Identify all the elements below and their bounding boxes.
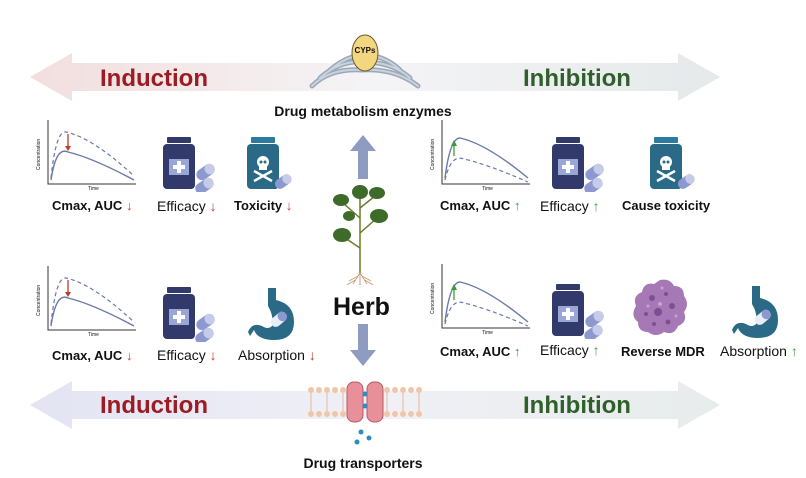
top-right-pk-label: Cmax, AUC ↑ xyxy=(440,198,521,213)
down-arrow-icon xyxy=(350,324,376,366)
drug-bottle-icon xyxy=(552,284,604,339)
bottom-left-pk-label: Cmax, AUC ↓ xyxy=(52,348,133,363)
cyp-enzyme-icon xyxy=(351,34,379,72)
bottom-left-pk-graph: Concentration Time xyxy=(36,264,138,338)
x-axis-label: Time xyxy=(88,332,99,338)
y-axis-label: Concentration xyxy=(36,284,42,316)
bottom-right-absorption-label: Absorption ↑ xyxy=(720,343,798,359)
bottom-left-absorption-label: Absorption ↓ xyxy=(238,347,316,363)
toxic-bottle-icon xyxy=(247,137,292,189)
top-left-pk-graph: Concentration Time xyxy=(36,118,138,192)
tumor-cell-icon xyxy=(633,279,687,335)
toxic-bottle-icon xyxy=(650,137,695,189)
drug-bottle-icon xyxy=(552,137,604,192)
x-axis-label: Time xyxy=(482,330,493,336)
drug-transporters-caption: Drug transporters xyxy=(303,455,423,471)
stomach-icon xyxy=(732,286,778,338)
top-right-cause-toxicity-label: Cause toxicity xyxy=(622,198,711,213)
top-left-efficacy-label: Efficacy ↓ xyxy=(157,198,217,214)
y-axis-label: Concentration xyxy=(430,282,436,314)
bottom-induction-label: Induction xyxy=(100,392,208,419)
top-induction-label: Induction xyxy=(100,65,208,92)
x-axis-label: Time xyxy=(88,186,99,192)
bottom-right-reverse-mdr-label: Reverse MDR xyxy=(621,344,705,359)
top-left-toxicity-label: Toxicity ↓ xyxy=(234,198,293,213)
bottom-left-efficacy-label: Efficacy ↓ xyxy=(157,347,217,363)
y-axis-label: Concentration xyxy=(430,138,436,170)
bottom-right-pk-graph: Concentration Time xyxy=(430,262,532,336)
y-axis-label: Concentration xyxy=(36,138,42,170)
cyp-label: CYPs xyxy=(354,46,376,55)
bottom-right-efficacy-label: Efficacy ↑ xyxy=(540,342,600,358)
top-right-pk-graph: Concentration Time xyxy=(430,118,532,192)
drug-metabolism-caption: Drug metabolism enzymes xyxy=(274,103,452,119)
drug-bottle-icon xyxy=(163,287,215,342)
bottom-right-pk-label: Cmax, AUC ↑ xyxy=(440,344,521,359)
stomach-icon xyxy=(248,288,294,340)
membrane-transporter-icon xyxy=(308,381,422,445)
top-right-efficacy-label: Efficacy ↑ xyxy=(540,198,600,214)
drug-bottle-icon xyxy=(163,137,215,192)
x-axis-label: Time xyxy=(482,186,493,192)
up-arrow-icon xyxy=(350,135,376,179)
bottom-inhibition-label: Inhibition xyxy=(523,392,631,419)
herb-label: Herb xyxy=(333,293,390,321)
top-inhibition-label: Inhibition xyxy=(523,65,631,92)
herb-plant-icon xyxy=(333,185,388,286)
top-double-arrow xyxy=(30,53,720,101)
top-left-pk-label: Cmax, AUC ↓ xyxy=(52,198,133,213)
